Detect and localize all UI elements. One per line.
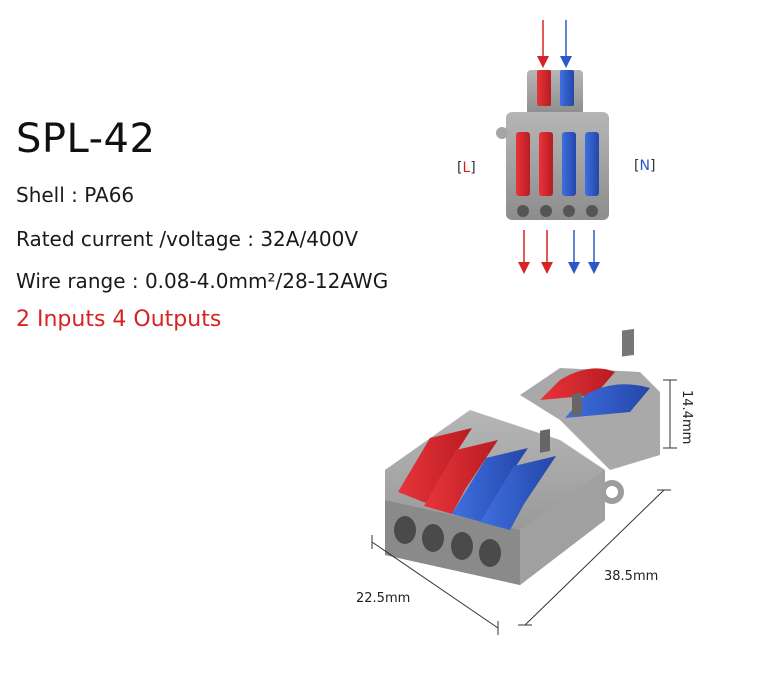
io-highlight: 2 Inputs 4 Outputs (16, 307, 222, 332)
connector-top-view (496, 70, 609, 220)
label-letter-l: L (462, 160, 471, 176)
dimension-width: 22.5mm (356, 591, 411, 606)
spec-rated: Rated current /voltage : 32A/400V (16, 227, 359, 251)
connector-perspective-view (385, 328, 660, 585)
dimension-height: 14.4mm (679, 390, 694, 445)
model-title: SPL-42 (16, 116, 156, 162)
dimension-lines (371, 379, 677, 635)
input-arrows (537, 20, 572, 68)
line-label-n: [N] (634, 158, 655, 174)
line-label-l: [L] (457, 160, 476, 176)
bracket-open: [ (634, 158, 640, 174)
output-arrows (518, 230, 600, 274)
spec-wire-range: Wire range : 0.08-4.0mm²/28-12AWG (16, 269, 389, 293)
spec-shell: Shell : PA66 (16, 183, 135, 207)
bracket-close: ] (470, 160, 476, 176)
bracket-close: ] (649, 158, 656, 174)
bracket-open: [ (457, 160, 463, 176)
dimension-length: 38.5mm (604, 569, 659, 584)
label-letter-n: N (639, 158, 650, 174)
